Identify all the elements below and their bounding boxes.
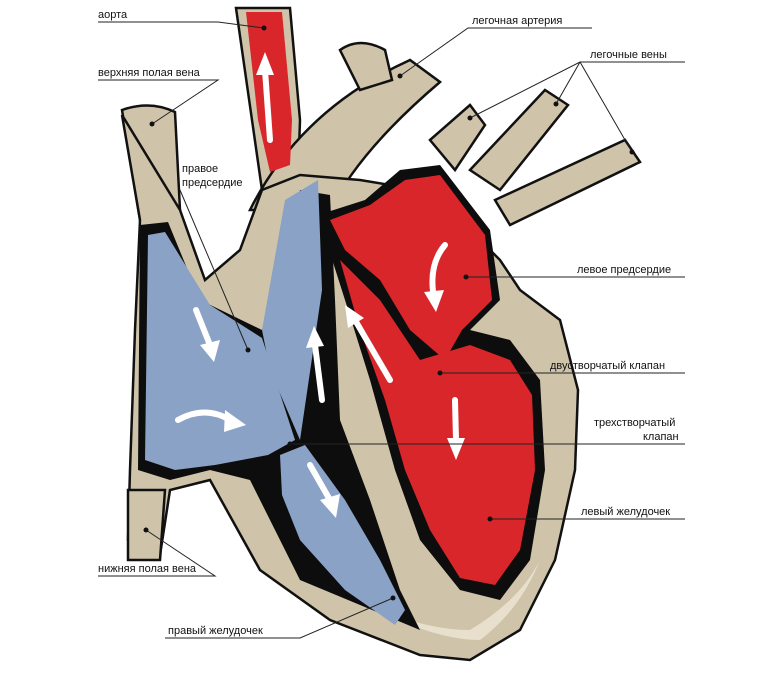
label-inferior-vena-cava: нижняя полая вена [98,563,197,575]
leader-inferior-vena-cava [98,529,217,577]
right-heart-blood [145,180,405,625]
dot-aorta [261,25,267,31]
leader-right-ventricle [165,597,394,639]
dot-right-atrium [245,347,251,353]
dot-left-ventricle [487,516,493,522]
left-atrium-flow-arrow [424,242,448,312]
leader-right-atrium [179,189,249,351]
label-right-atrium-1: правое [182,163,218,175]
label-right-atrium-2: предсердие [182,177,243,189]
pulmonary-vein-upper [428,103,487,173]
dot-inferior-vena-cava [143,527,149,533]
inferior-vena-cava-vessel [126,488,167,562]
dot-tricuspid-valve [287,441,293,447]
label-aorta: аорта [98,9,128,21]
leader-aorta [98,21,265,29]
right-atrium-cavity [145,232,295,470]
label-left-ventricle: левый желудочек [581,506,670,518]
right-ventricle-cavity [280,445,405,625]
label-bicuspid-valve: двустворчатый клапан [550,360,665,372]
label-tricuspid-valve-2: клапан [643,431,679,443]
pulmonary-vein-middle [468,88,570,192]
pulmonary-vein-lower [493,138,642,227]
left-atrium-cavity [330,175,492,360]
dot-superior-vena-cava [149,121,155,127]
label-left-atrium: левое предсердие [577,264,671,276]
right-atrium-upper [262,180,322,440]
left-heart-upward-flow-arrow [345,305,393,383]
pulmonary-artery-branch [338,41,394,92]
labels: аорта верхняя полая вена правое предсерд… [98,9,679,637]
leader-pulmonary-veins [469,61,685,153]
label-right-ventricle: правый желудочек [168,625,263,637]
label-pulmonary-artery: легочная артерия [472,15,562,27]
dot-bicuspid-valve [437,370,443,376]
dot-pulmonary-artery [397,73,403,79]
right-heart-upward-flow-arrow [306,326,325,403]
label-tricuspid-valve-1: трехстворчатый [594,417,675,429]
aorta-flow-arrow [256,52,274,143]
dot-pulmonary-vein-1 [467,115,473,121]
dot-left-atrium [463,274,469,280]
label-pulmonary-veins: легочные вены [590,49,667,61]
label-superior-vena-cava: верхняя полая вена [98,67,201,79]
dot-pulmonary-vein-3 [629,149,635,155]
right-atrium-flow-arrow [193,307,220,362]
right-atrium-lower-flow-arrow [175,409,246,432]
dot-pulmonary-vein-2 [553,101,559,107]
leader-lines [98,21,685,639]
dot-right-ventricle [390,595,396,601]
leader-pulmonary-artery [399,27,592,77]
right-ventricle-flow-arrow [307,462,340,518]
left-ventricle-cavity [340,260,535,585]
leader-superior-vena-cava [98,79,220,125]
